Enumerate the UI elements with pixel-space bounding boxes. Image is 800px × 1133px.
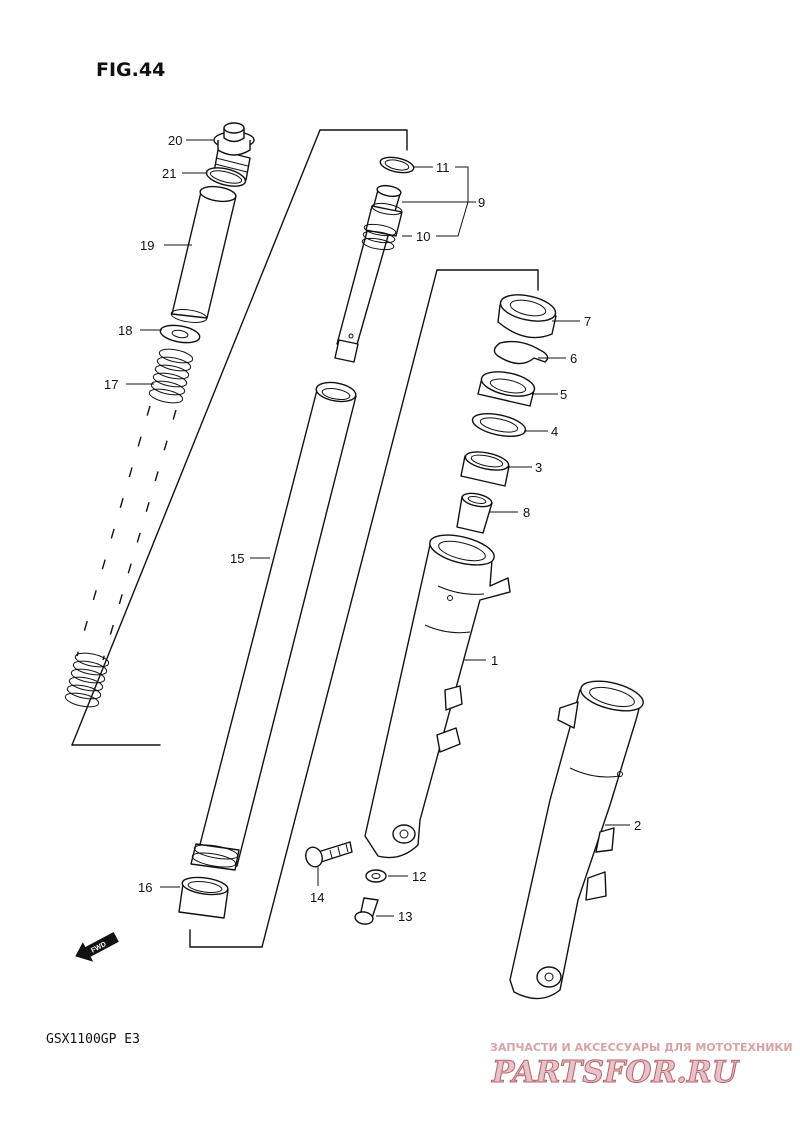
callout-11: 11	[436, 160, 450, 175]
callout-18: 18	[118, 323, 132, 338]
part-18-washer	[159, 324, 201, 344]
callout-17: 17	[104, 377, 118, 392]
callout-16: 16	[138, 880, 152, 895]
part-13-drain-screw	[354, 897, 379, 925]
part-3-guide-bushing	[460, 451, 510, 487]
callout-12: 12	[412, 869, 426, 884]
callout-8: 8	[523, 505, 530, 520]
leader-lines	[126, 139, 630, 917]
callout-9: 9	[478, 195, 485, 210]
bracket-fork-top	[436, 269, 539, 291]
fwd-label: FWD	[90, 941, 107, 955]
watermark: ЗАПЧАСТИ И АКСЕССУАРЫ ДЛЯ МОТОТЕХНИКИ PA…	[490, 1041, 793, 1091]
part-19-spacer-tube	[170, 185, 237, 323]
part-15-inner-tube	[190, 381, 357, 871]
callout-13: 13	[398, 909, 412, 924]
part-1-outer-tube	[364, 534, 511, 859]
part-5-oil-seal	[477, 371, 536, 407]
part-14-bolt	[305, 841, 353, 868]
watermark-logo: PARTSFOR.RU	[491, 1055, 740, 1090]
callout-4: 4	[551, 424, 558, 439]
callout-labels: 20 21 19 18 17 11 9 10 7 6 5 4 3 8 1 2 1…	[104, 133, 641, 924]
part-10-piston-rings	[361, 223, 397, 251]
callout-14: 14	[310, 890, 324, 905]
figure-title: FIG.44	[96, 59, 165, 81]
part-21-o-ring	[205, 167, 247, 187]
part-6-circlip	[493, 340, 549, 365]
part-2-outer-tube	[509, 680, 644, 1000]
callout-6: 6	[570, 351, 577, 366]
callout-15: 15	[230, 551, 244, 566]
fwd-arrow-icon: FWD	[75, 931, 119, 962]
watermark-tagline: ЗАПЧАСТИ И АКСЕССУАРЫ ДЛЯ МОТОТЕХНИКИ	[490, 1041, 793, 1054]
bracket-spring-top	[319, 129, 408, 151]
callout-19: 19	[140, 238, 154, 253]
callout-3: 3	[535, 460, 542, 475]
callout-5: 5	[560, 387, 567, 402]
part-11-ring	[379, 156, 415, 174]
part-12-gasket	[365, 869, 387, 883]
part-4-washer	[471, 413, 527, 437]
callout-2: 2	[634, 818, 641, 833]
part-17-fork-spring	[64, 348, 194, 708]
part-7-dust-seal	[497, 294, 557, 339]
model-code: GSX1100GP E3	[46, 1032, 140, 1047]
callout-7: 7	[584, 314, 591, 329]
callout-21: 21	[162, 166, 176, 181]
part-9-damper-rod	[334, 184, 403, 363]
bracket-fork-diagonal	[261, 269, 438, 948]
part-8-oil-lock-piece	[456, 492, 493, 534]
part-16-slide-bushing	[178, 876, 229, 919]
bracket-spring-diagonal	[71, 129, 321, 746]
callout-1: 1	[491, 653, 498, 668]
callout-20: 20	[168, 133, 182, 148]
callout-10: 10	[416, 229, 430, 244]
